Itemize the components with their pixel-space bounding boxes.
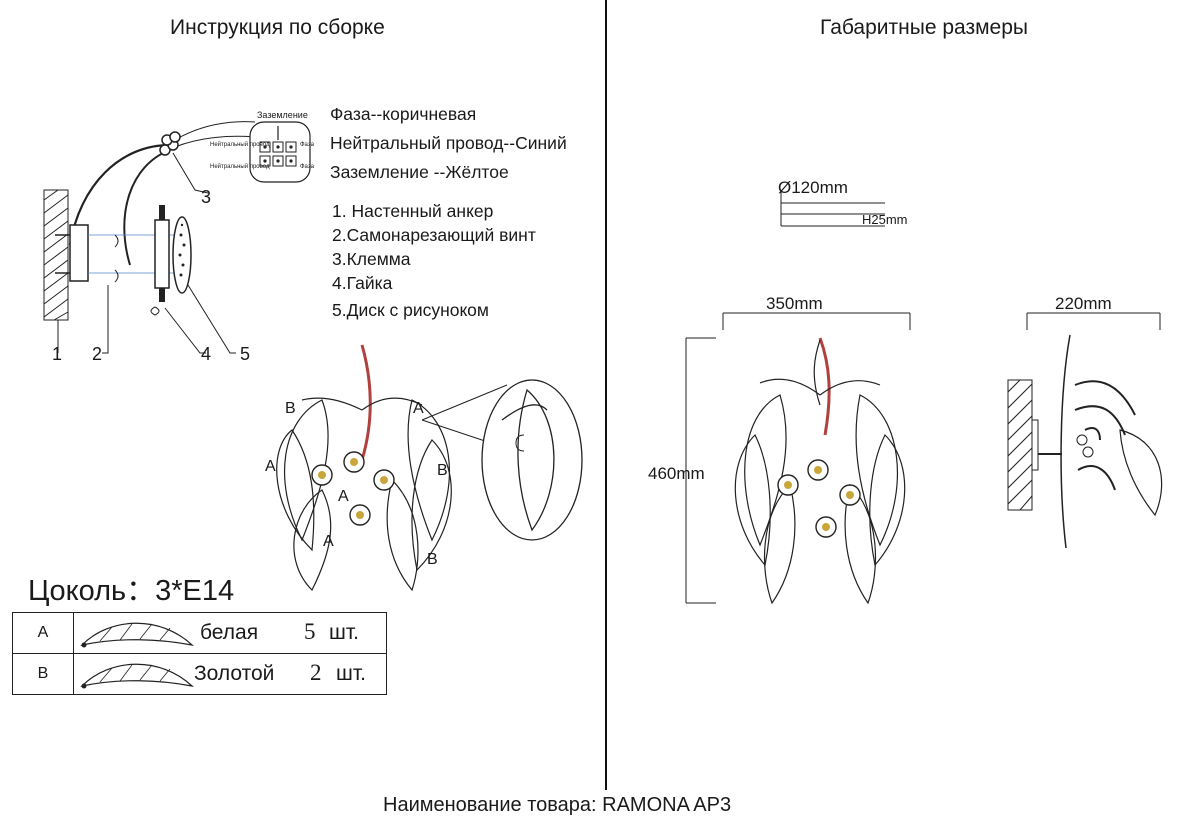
callout-1: 1 [52,344,63,364]
leaf-b-icon [80,663,194,689]
page-divider [605,0,607,790]
leaf-mark-b1: B [285,400,296,417]
leaf-mark-a2: A [265,458,276,475]
side-view-drawing [1007,334,1163,549]
legend-name: белая [200,621,259,644]
callout-4: 4 [201,344,212,364]
leaf-a-icon [80,622,194,648]
dim-depth: 220mm [1055,294,1112,313]
callout-5: 5 [240,344,251,364]
terminal-neutral-label-2: Нейтральный провод [210,164,270,170]
part-5: 5.Диск с рисунокoм [332,300,489,320]
leaf-legend-table: A белая 5 шт. B Золотой 2 шт. [12,612,387,695]
callout-2: 2 [92,344,103,364]
lamp-assembly-illustration [276,344,583,592]
base-label: Цоколь：3*E14 [28,575,235,607]
mounting-diagram [43,121,256,354]
leaf-mark-a1: A [413,400,424,417]
dim-width: 350mm [766,294,823,313]
terminal-ground-label: Заземление [257,110,308,120]
part-1: 1. Настенный анкер [332,201,494,221]
leaf-mark-a4: A [323,533,334,550]
width-dimension-line [722,312,911,330]
legend-row: B Золотой 2 шт. [12,653,387,695]
terminal-box [249,121,311,183]
wire-phase: Фаза--коричневая [330,104,477,124]
leaf-mark-b3: B [427,551,438,568]
legend-key: A [12,612,74,654]
legend-name: Золотой [194,662,275,685]
legend-qty: 5 [304,619,316,644]
legend-qty: 2 [310,660,322,685]
leaf-mark-a3: A [338,488,349,505]
dim-canopy-diameter: Ø120mm [778,178,848,197]
terminal-neutral-label: Нейтральный провод [210,142,270,148]
depth-dimension-line [1026,312,1161,330]
wire-neutral: Нейтральный провод--Синий [330,133,567,153]
assembly-title: Инструкция по сборке [170,16,385,39]
leaf-mark-b2: B [437,462,448,479]
legend-unit: шт. [336,662,366,685]
callout-3: 3 [201,187,212,207]
dimensions-title: Габаритные размеры [820,16,1028,39]
part-2: 2.Самонарезающий винт [332,225,536,245]
wire-ground: Заземление --Жёлтое [330,162,509,182]
legend-key: B [12,653,74,695]
product-name: Наименование товара: RAMONA AP3 [383,794,732,816]
front-view-drawing [734,337,906,605]
legend-cell: Золотой 2 шт. [73,653,387,695]
dim-canopy-height: H25mm [862,212,908,227]
part-3: 3.Клемма [332,249,411,269]
part-4: 4.Гайка [332,273,393,293]
dim-height: 460mm [648,464,705,483]
legend-cell: белая 5 шт. [73,612,387,654]
legend-row: A белая 5 шт. [12,612,387,654]
canopy-drawing [780,192,885,227]
terminal-phase-label-2: Фаза [300,164,314,170]
terminal-phase-label: Фаза [300,142,314,148]
height-dimension-line [685,337,716,604]
legend-unit: шт. [329,621,359,644]
